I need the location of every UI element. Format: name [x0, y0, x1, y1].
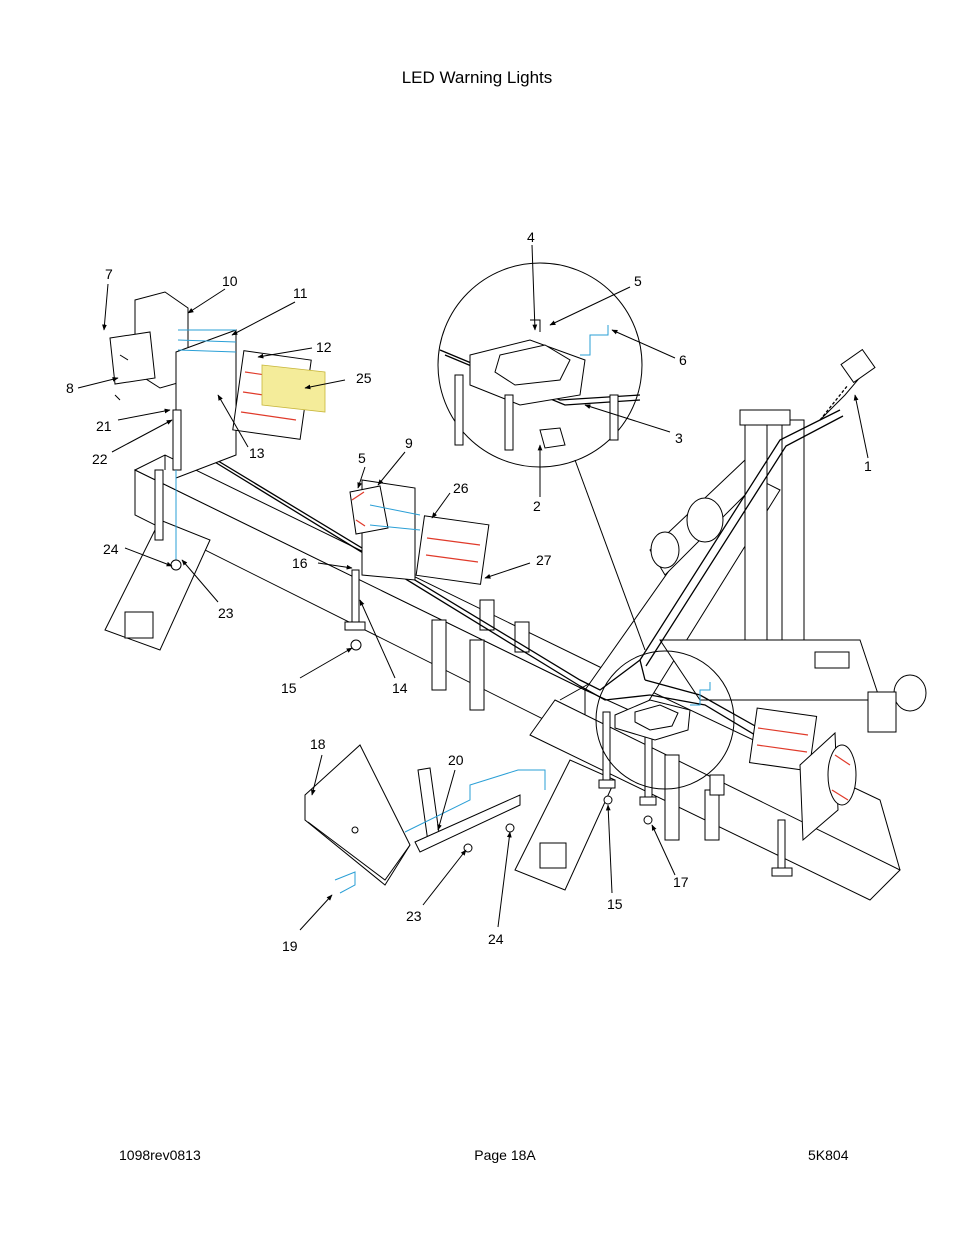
- plug-connector: [819, 348, 876, 421]
- callout-15-right: 15: [607, 896, 623, 912]
- footer-doc-revision: 1098rev0813: [119, 1147, 201, 1163]
- smv-sign-assembly: [304, 744, 546, 894]
- callout-13: 13: [249, 445, 265, 461]
- callout-9: 9: [405, 435, 413, 451]
- callout-26: 26: [453, 480, 469, 496]
- detail-circle-center: [539, 459, 735, 790]
- page-title: LED Warning Lights: [401, 68, 553, 87]
- callout-27: 27: [536, 552, 552, 568]
- callout-20: 20: [448, 752, 464, 768]
- callout-11: 11: [293, 285, 308, 301]
- middle-light-assembly: [344, 479, 490, 651]
- footer-page-number: Page 18A: [474, 1147, 536, 1163]
- left-light-assembly: [109, 291, 326, 571]
- footer-model-number: 5K804: [808, 1147, 849, 1163]
- callout-4: 4: [527, 229, 535, 245]
- callout-24-left: 24: [103, 541, 119, 557]
- callout-19: 19: [282, 938, 298, 954]
- callout-15-left: 15: [281, 680, 297, 696]
- callout-1: 1: [864, 458, 872, 474]
- tongue-assembly: [584, 409, 927, 733]
- center-bracket: [598, 711, 657, 825]
- callout-5-middle: 5: [358, 450, 366, 466]
- callout-7: 7: [105, 266, 113, 282]
- callout-18: 18: [310, 736, 326, 752]
- callout-leaders: [77, 244, 869, 931]
- callout-5-top: 5: [634, 273, 642, 289]
- frame-brackets: [431, 599, 725, 841]
- callout-14: 14: [392, 680, 408, 696]
- callout-22: 22: [92, 451, 108, 467]
- callout-labels: 1 2 3 4 5 5 6 7 8 9 10 11 12 13 14 15 15…: [66, 229, 872, 954]
- callout-16: 16: [292, 555, 308, 571]
- detail-circle-top: [437, 262, 643, 468]
- callout-6: 6: [679, 352, 687, 368]
- callout-25: 25: [356, 370, 372, 386]
- callout-10: 10: [222, 273, 238, 289]
- callout-23-bottom: 23: [406, 908, 422, 924]
- callout-23-left: 23: [218, 605, 234, 621]
- right-light-assembly: [748, 707, 857, 877]
- callout-21: 21: [96, 418, 112, 434]
- callout-2: 2: [533, 498, 541, 514]
- callout-8: 8: [66, 380, 74, 396]
- callout-24-bottom: 24: [488, 931, 504, 947]
- callout-17: 17: [673, 874, 689, 890]
- callout-3: 3: [675, 430, 683, 446]
- callout-12: 12: [316, 339, 332, 355]
